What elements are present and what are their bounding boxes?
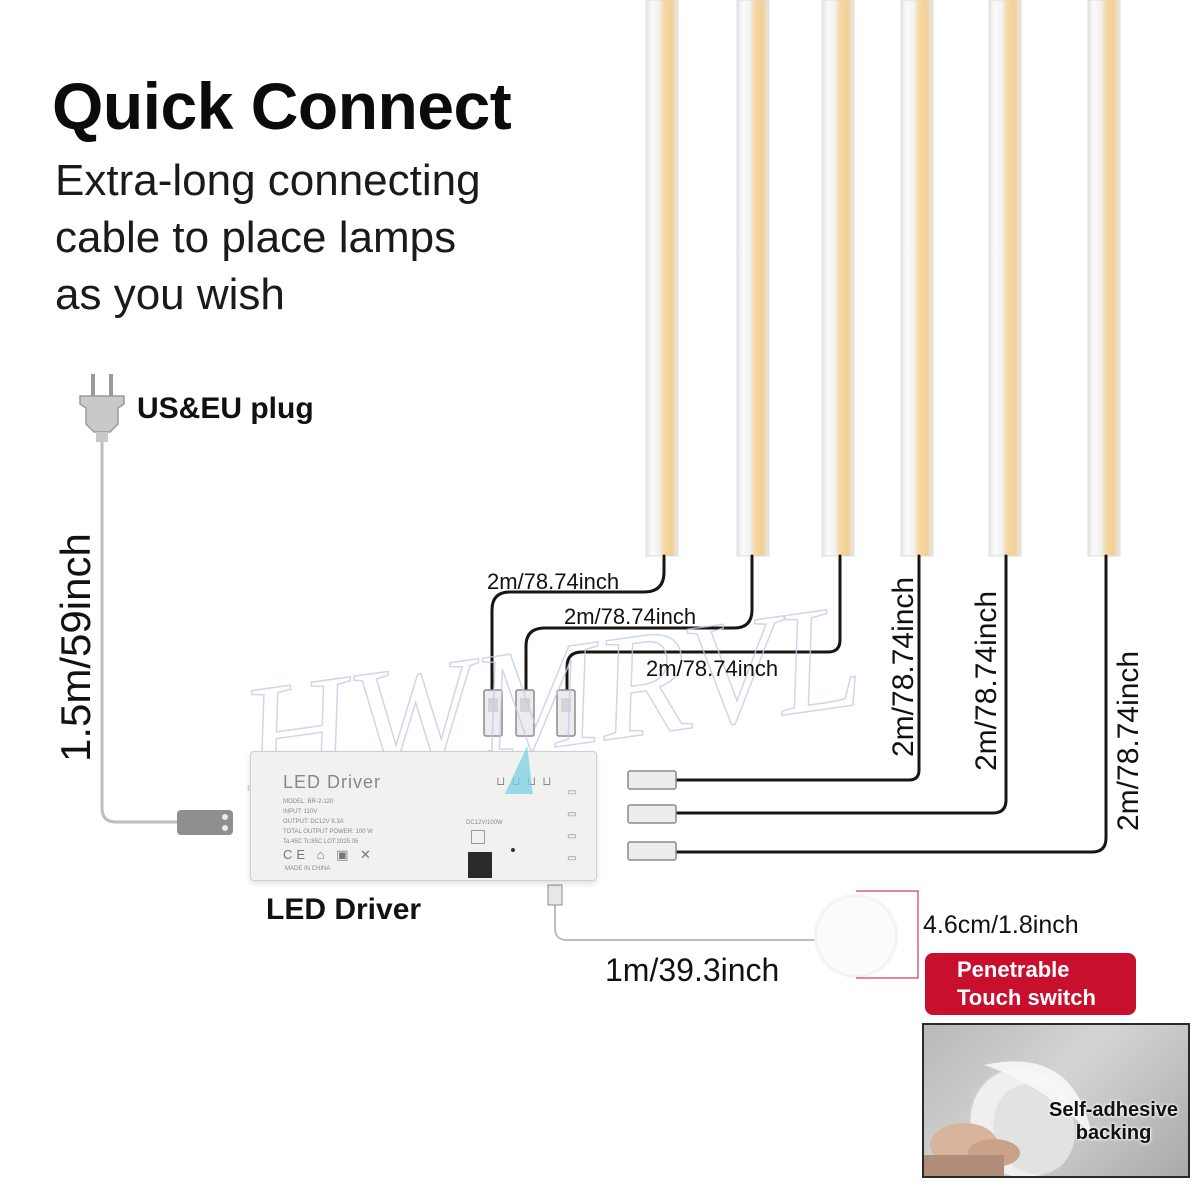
plug-icon: [79, 374, 125, 442]
lamp-cable-label-2: 2m/78.74inch: [564, 604, 697, 629]
lamp-cable-1: [490, 554, 666, 692]
led-strip-5: [988, 0, 1022, 557]
driver-top-ports: ⊔⊔⊔⊔: [496, 774, 558, 788]
lamp-cable-label-6: 2m/78.74inch: [1112, 650, 1145, 831]
driver-rating: DC12V/100W: [466, 820, 503, 826]
driver-spec-2: INPUT: 110V: [283, 809, 318, 815]
plug-label: US&EU plug: [137, 392, 314, 425]
driver-indicator-dot: [511, 848, 515, 852]
subtitle: Extra-long connecting cable to place lam…: [55, 152, 575, 323]
lamp-cable-4: [674, 554, 921, 782]
driver-spec-1: MODEL: BR-2-120: [283, 799, 334, 805]
led-strip-4: [900, 0, 934, 557]
touch-switch: [814, 894, 898, 978]
driver-origin: MADE IN CHINA: [285, 866, 331, 872]
badge-line-1: Penetrable: [957, 957, 1070, 982]
subtitle-line-3: as you wish: [55, 270, 285, 319]
driver-switch-port: [468, 852, 492, 878]
photo-caption-line-2: backing: [1075, 1122, 1152, 1144]
driver-label: LED Driver: [266, 893, 422, 926]
plug-cable-length: 1.5m/59inch: [52, 533, 99, 762]
badge-line-2: Touch switch: [957, 985, 1096, 1010]
lamp-cable-label-3: 2m/78.74inch: [646, 656, 779, 681]
connector-right-2: [627, 804, 677, 824]
driver-spec-5: Ta:45C Tc:85C LOT:2025.05: [283, 839, 359, 845]
led-driver-box: LED Driver MODEL: BR-2-120 INPUT: 110V O…: [250, 746, 597, 881]
right-connectors: [627, 770, 677, 861]
driver-input-connector: [177, 810, 233, 835]
touch-switch-badge: Penetrable Touch switch: [925, 953, 1136, 1015]
power-cable: [100, 440, 178, 824]
photo-illustration: [924, 1061, 1092, 1176]
switch-cable-length: 1m/39.3inch: [605, 952, 780, 988]
driver-spec-3: OUTPUT: DC12V 8.3A: [283, 819, 344, 825]
size-bracket: [856, 890, 919, 979]
lamp-cable-2: [524, 554, 754, 692]
led-strips: [645, 0, 1121, 557]
switch-cable: [547, 884, 820, 941]
certification-icons: CE ⌂ ▣ ✕: [283, 847, 375, 862]
connector-right-3: [627, 841, 677, 861]
subtitle-line-1: Extra-long connecting: [55, 156, 481, 205]
connector-right-1: [627, 770, 677, 790]
driver-spec-4: TOTAL OUTPUT POWER: 100 W: [283, 829, 373, 835]
led-strip-6: [1087, 0, 1121, 557]
lamp-cables: [490, 554, 1108, 854]
photo-caption-line-1: Self-adhesive: [1049, 1099, 1178, 1121]
adhesive-backing-photo: Self-adhesive backing: [922, 1023, 1190, 1178]
lamp-cable-label-1: 2m/78.74inch: [487, 569, 620, 594]
subtitle-line-2: cable to place lamps: [55, 213, 457, 262]
led-strip-3: [821, 0, 855, 557]
lamp-cable-label-4: 2m/78.74inch: [887, 576, 920, 757]
led-strip-2: [736, 0, 770, 557]
lamp-cable-6: [674, 554, 1108, 854]
page-title: Quick Connect: [52, 69, 512, 143]
lamp-cable-3: [565, 554, 842, 692]
driver-brand-text: LED Driver: [283, 772, 382, 792]
switch-size: 4.6cm/1.8inch: [923, 911, 1079, 939]
lamp-cable-5: [674, 554, 1008, 815]
led-strip-1: [645, 0, 679, 557]
driver-side-ports: ▭▭▭▭: [567, 787, 577, 864]
photo-caption: Self-adhesive backing: [1049, 1099, 1178, 1145]
lamp-cable-label-5: 2m/78.74inch: [970, 590, 1003, 771]
driver-port-icon: [471, 830, 485, 844]
